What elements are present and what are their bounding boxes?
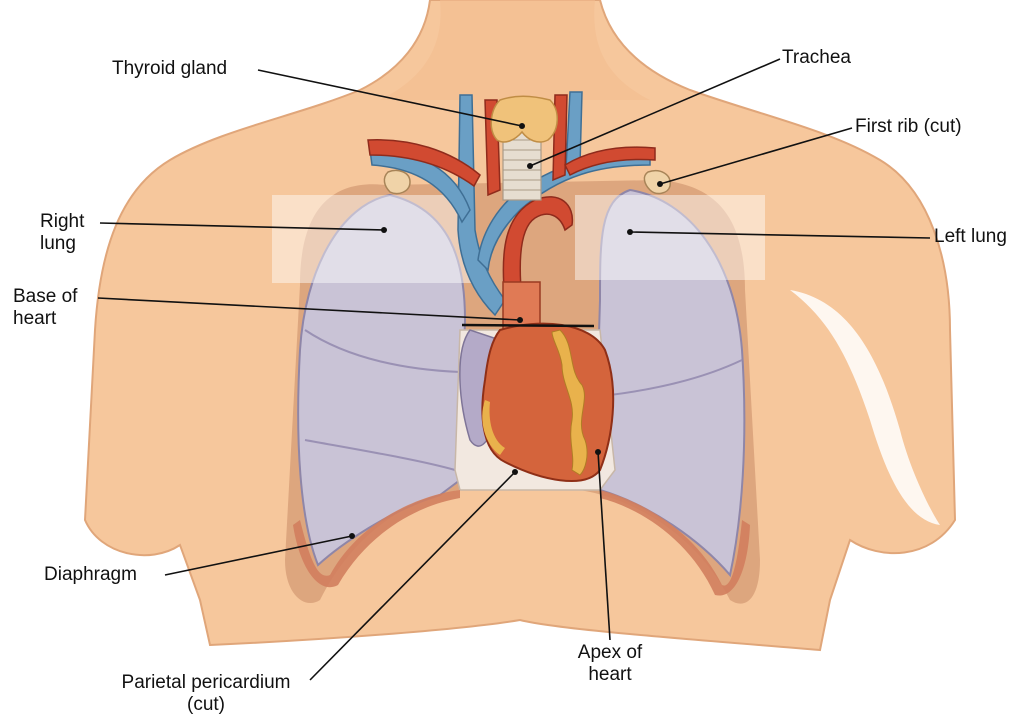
label-parietal-pericardium: Parietal pericardium (cut) (100, 672, 312, 716)
translucent-band-right (272, 195, 472, 283)
label-apex-line1: Apex of (562, 642, 658, 664)
label-parietal-line2: (cut) (100, 694, 312, 716)
label-right-lung-line2: lung (40, 233, 84, 255)
heart (482, 324, 613, 481)
label-trachea: Trachea (782, 47, 851, 69)
first-rib-right (384, 170, 410, 193)
base-line (462, 325, 594, 326)
label-base-line1: Base of (13, 286, 77, 308)
label-base-of-heart: Base of heart (13, 286, 77, 330)
label-right-lung-line1: Right (40, 211, 84, 233)
label-base-line2: heart (13, 308, 77, 330)
label-first-rib: First rib (cut) (855, 116, 962, 138)
thyroid-gland (491, 96, 557, 142)
label-apex-of-heart: Apex of heart (562, 642, 658, 686)
label-apex-line2: heart (562, 664, 658, 686)
label-parietal-line1: Parietal pericardium (100, 672, 312, 694)
translucent-band-left (575, 195, 765, 280)
label-thyroid-gland: Thyroid gland (112, 58, 227, 80)
label-right-lung: Right lung (40, 211, 84, 255)
label-diaphragm: Diaphragm (44, 564, 137, 586)
label-left-lung: Left lung (934, 226, 1007, 248)
